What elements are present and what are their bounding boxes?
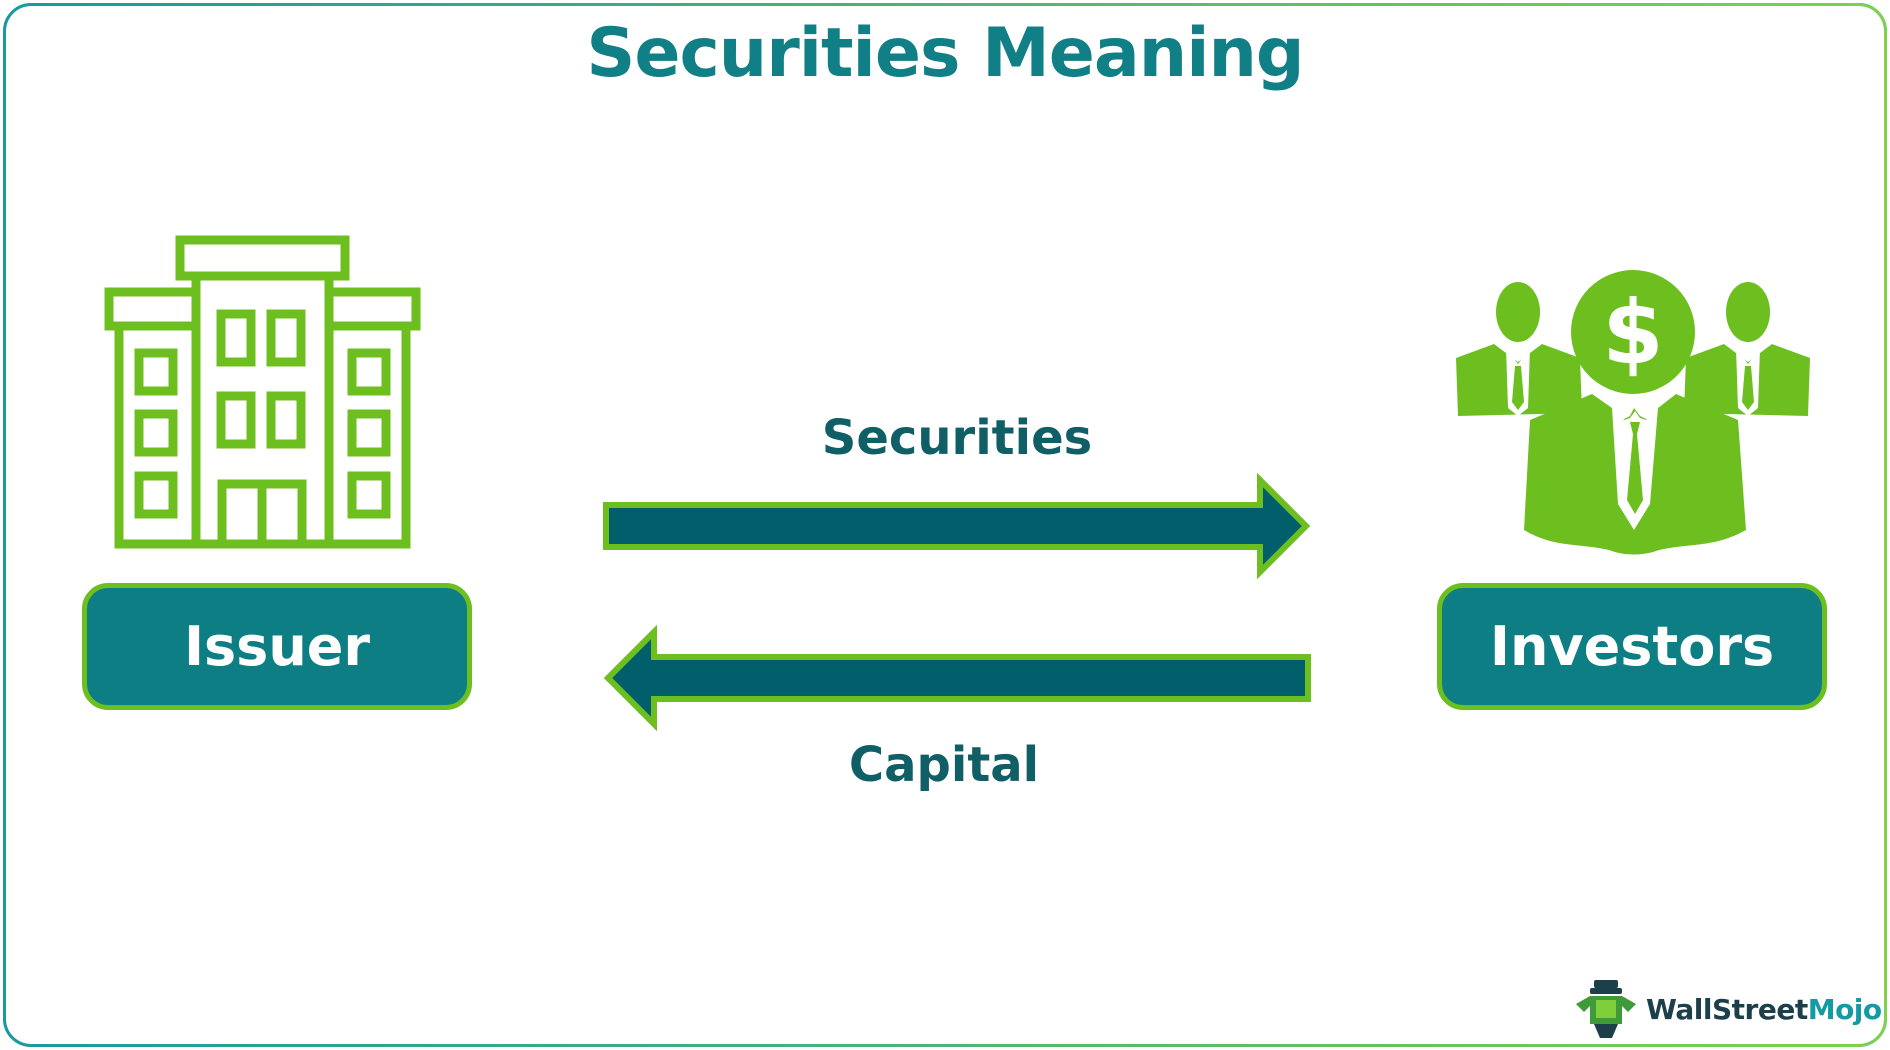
capital-flow-label: Capital bbox=[848, 737, 1040, 793]
investors-dollar-icon: $ bbox=[1456, 270, 1810, 555]
issuer-label: Issuer bbox=[183, 615, 371, 678]
issuer-box: Issuer bbox=[82, 583, 472, 710]
logo-text-mojo: Mojo bbox=[1807, 992, 1882, 1026]
logo-text-wallstreet: WallStreet bbox=[1646, 992, 1808, 1026]
logo-wordmark: WallStreetMojo bbox=[1646, 993, 1882, 1026]
wallstreetmojo-logo: WallStreetMojo bbox=[1572, 978, 1882, 1040]
investors-box: Investors bbox=[1437, 583, 1827, 710]
securities-arrow bbox=[603, 472, 1311, 580]
office-building-icon bbox=[104, 235, 421, 549]
securities-flow-label: Securities bbox=[821, 410, 1093, 466]
page-title: Securities Meaning bbox=[586, 14, 1304, 93]
svg-text:$: $ bbox=[1602, 281, 1663, 384]
wallstreetmojo-logo-icon bbox=[1576, 980, 1636, 1038]
capital-arrow bbox=[603, 624, 1311, 732]
investors-label: Investors bbox=[1489, 615, 1775, 678]
